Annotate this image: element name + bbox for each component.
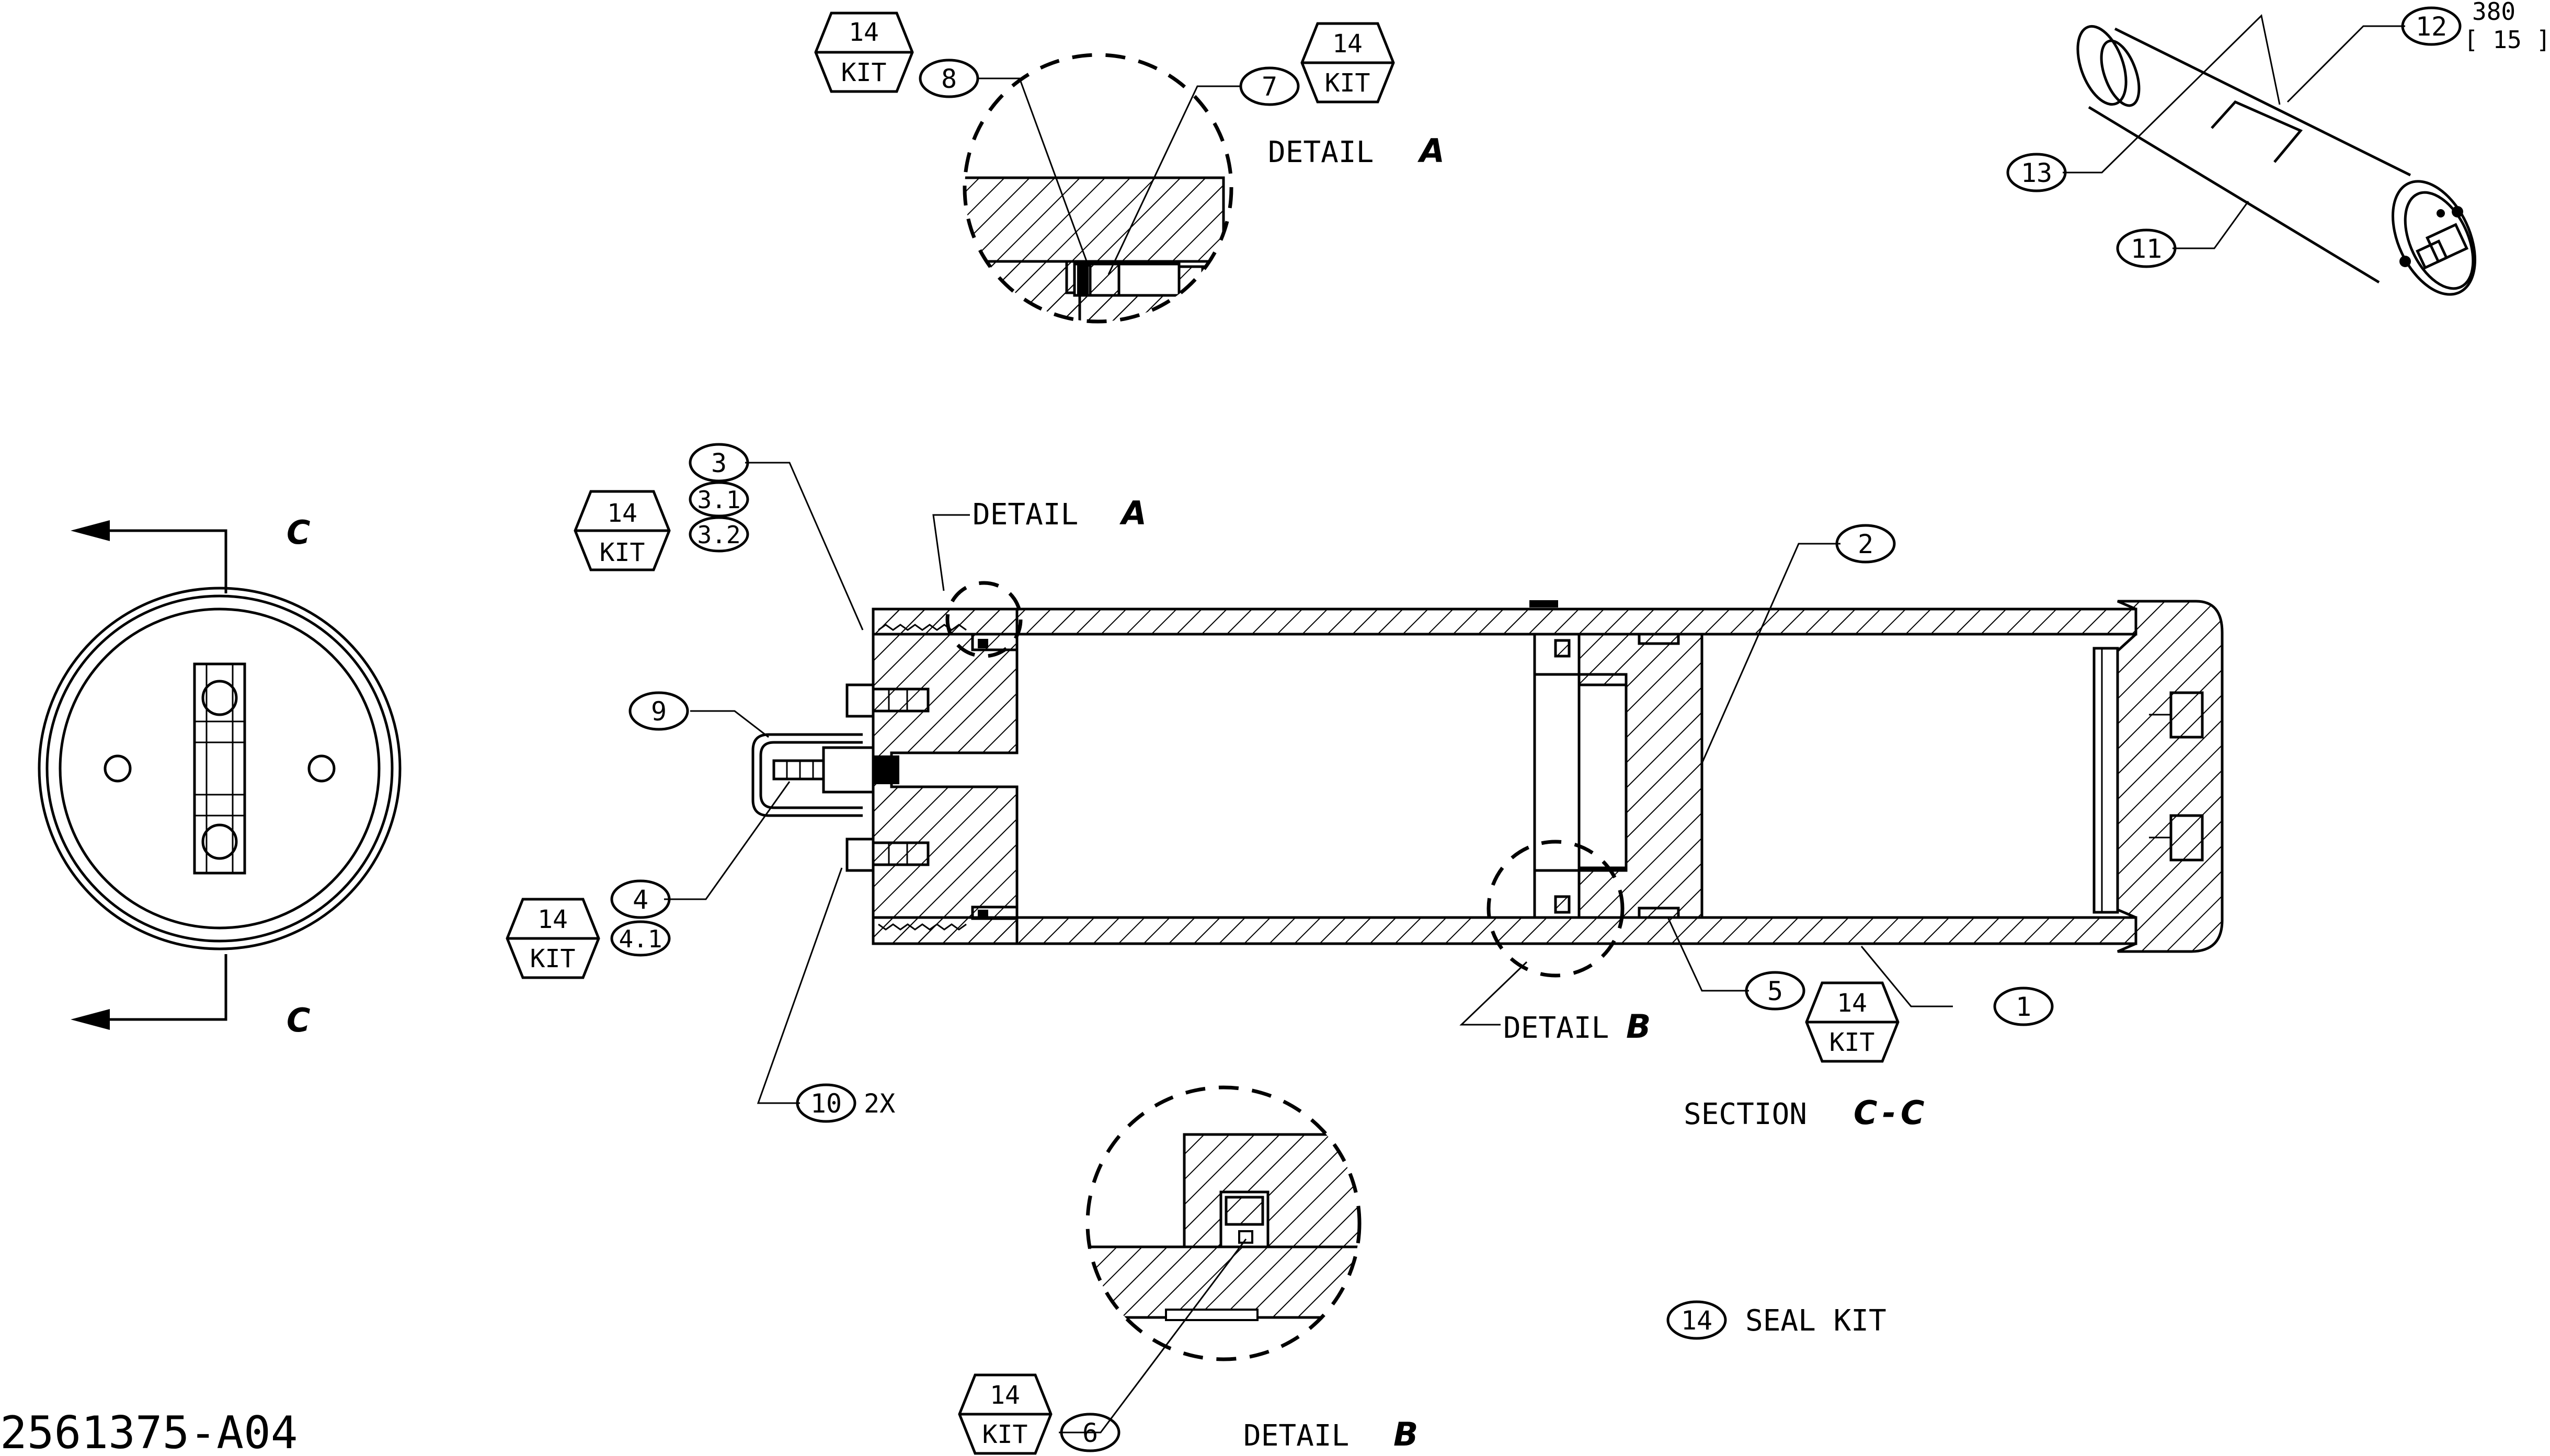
kit-tag-3: 14 KIT [574, 490, 671, 571]
balloon-8: 8 [919, 59, 979, 98]
section-title-prefix: SECTION [1684, 1097, 1807, 1131]
detail-a-callout-word: DETAIL [973, 498, 1078, 532]
balloon-10-label: 10 [810, 1088, 842, 1119]
drawing-number: 2561375-A04 [0, 1407, 298, 1456]
balloon-1-label: 1 [2016, 992, 2031, 1022]
kit-tag-7-num: 14 [1332, 29, 1363, 59]
balloon-14-label: 14 [1681, 1305, 1712, 1336]
kit-tag-8-num: 14 [849, 18, 879, 47]
balloon-4-1-label: 4.1 [619, 925, 662, 953]
balloon-3-1: 3.1 [689, 481, 749, 518]
balloon-10: 10 [796, 1083, 856, 1123]
kit-tag-3-num: 14 [607, 499, 637, 528]
balloon-1: 1 [1993, 987, 2054, 1026]
balloon-3-2: 3.2 [689, 516, 749, 553]
kit-tag-4-num: 14 [538, 905, 568, 934]
balloon-6-label: 6 [1082, 1418, 1098, 1448]
balloon-3: 3 [689, 443, 749, 483]
balloon-8-label: 8 [941, 64, 957, 94]
balloon-7: 7 [1239, 66, 1300, 106]
cut-mark-bottom: C [287, 1001, 311, 1039]
section-view [751, 581, 2224, 978]
kit-tag-5: 14 KIT [1805, 981, 1900, 1063]
balloon-6: 6 [1060, 1413, 1120, 1452]
isometric-view [2076, 25, 2476, 296]
kit-tag-4: 14 KIT [506, 898, 600, 979]
kit-tag-6-num: 14 [990, 1381, 1020, 1410]
leaders [664, 14, 2405, 1434]
detail-a-callout-letter: A [1119, 494, 1147, 532]
balloon-3-label: 3 [711, 448, 727, 478]
dimension-bracket: [ 15 ] [2464, 26, 2550, 54]
balloon-3-1-label: 3.1 [697, 486, 740, 514]
detail-a-title-letter: A [1417, 132, 1445, 170]
balloon-4-label: 4 [633, 885, 648, 915]
detail-a-title-word: DETAIL [1268, 135, 1374, 169]
balloon-3-2-label: 3.2 [697, 521, 740, 549]
section-title-letter-left: C [1854, 1094, 1878, 1132]
balloon-12-label: 12 [2416, 12, 2447, 42]
balloon-5-label: 5 [1767, 976, 1783, 1006]
kit-tag-7: 14 KIT [1300, 22, 1395, 104]
balloon-9-label: 9 [651, 696, 667, 727]
detail-b-title-word: DETAIL [1243, 1419, 1349, 1453]
balloon-11-label: 11 [2131, 234, 2162, 264]
kit-tag-3-word: KIT [600, 538, 645, 567]
end-view: C C [38, 513, 402, 1039]
balloon-9: 9 [628, 691, 689, 731]
balloon-2: 2 [1835, 524, 1896, 564]
kit-tag-4-word: KIT [530, 944, 576, 973]
balloon-13: 13 [2006, 153, 2067, 192]
qty-note-10: 2X [864, 1088, 895, 1119]
balloon-14: 14 [1666, 1300, 1727, 1340]
balloon-2-label: 2 [1858, 529, 1873, 559]
detail-b-view: DETAIL B [1085, 1085, 1418, 1453]
kit-tag-8-word: KIT [841, 58, 887, 87]
kit-tag-6-word: KIT [982, 1420, 1028, 1449]
balloon-7-label: 7 [1262, 72, 1277, 102]
balloon-11: 11 [2116, 228, 2177, 268]
section-title-letter-right: C [1901, 1094, 1925, 1132]
kit-tag-5-word: KIT [1829, 1028, 1875, 1057]
seal-kit-note: SEAL KIT [1745, 1304, 1886, 1338]
kit-tag-7-word: KIT [1325, 68, 1370, 98]
kit-tag-8: 14 KIT [814, 12, 914, 93]
detail-b-callout-letter: B [1626, 1007, 1651, 1046]
kit-tag-5-num: 14 [1837, 989, 1867, 1018]
section-title-dash: - [1882, 1094, 1896, 1132]
detail-b-callout-word: DETAIL [1503, 1011, 1609, 1045]
detail-b-title-letter: B [1393, 1415, 1418, 1453]
balloon-13-label: 13 [2021, 158, 2052, 188]
balloon-4: 4 [610, 879, 671, 919]
kit-tag-6: 14 KIT [958, 1373, 1053, 1455]
balloon-5: 5 [1745, 971, 1805, 1011]
balloon-4-1: 4.1 [610, 920, 671, 957]
balloon-12: 12 [2401, 6, 2462, 46]
dimension-value: 380 [2472, 0, 2515, 26]
cut-mark-top: C [287, 513, 311, 552]
